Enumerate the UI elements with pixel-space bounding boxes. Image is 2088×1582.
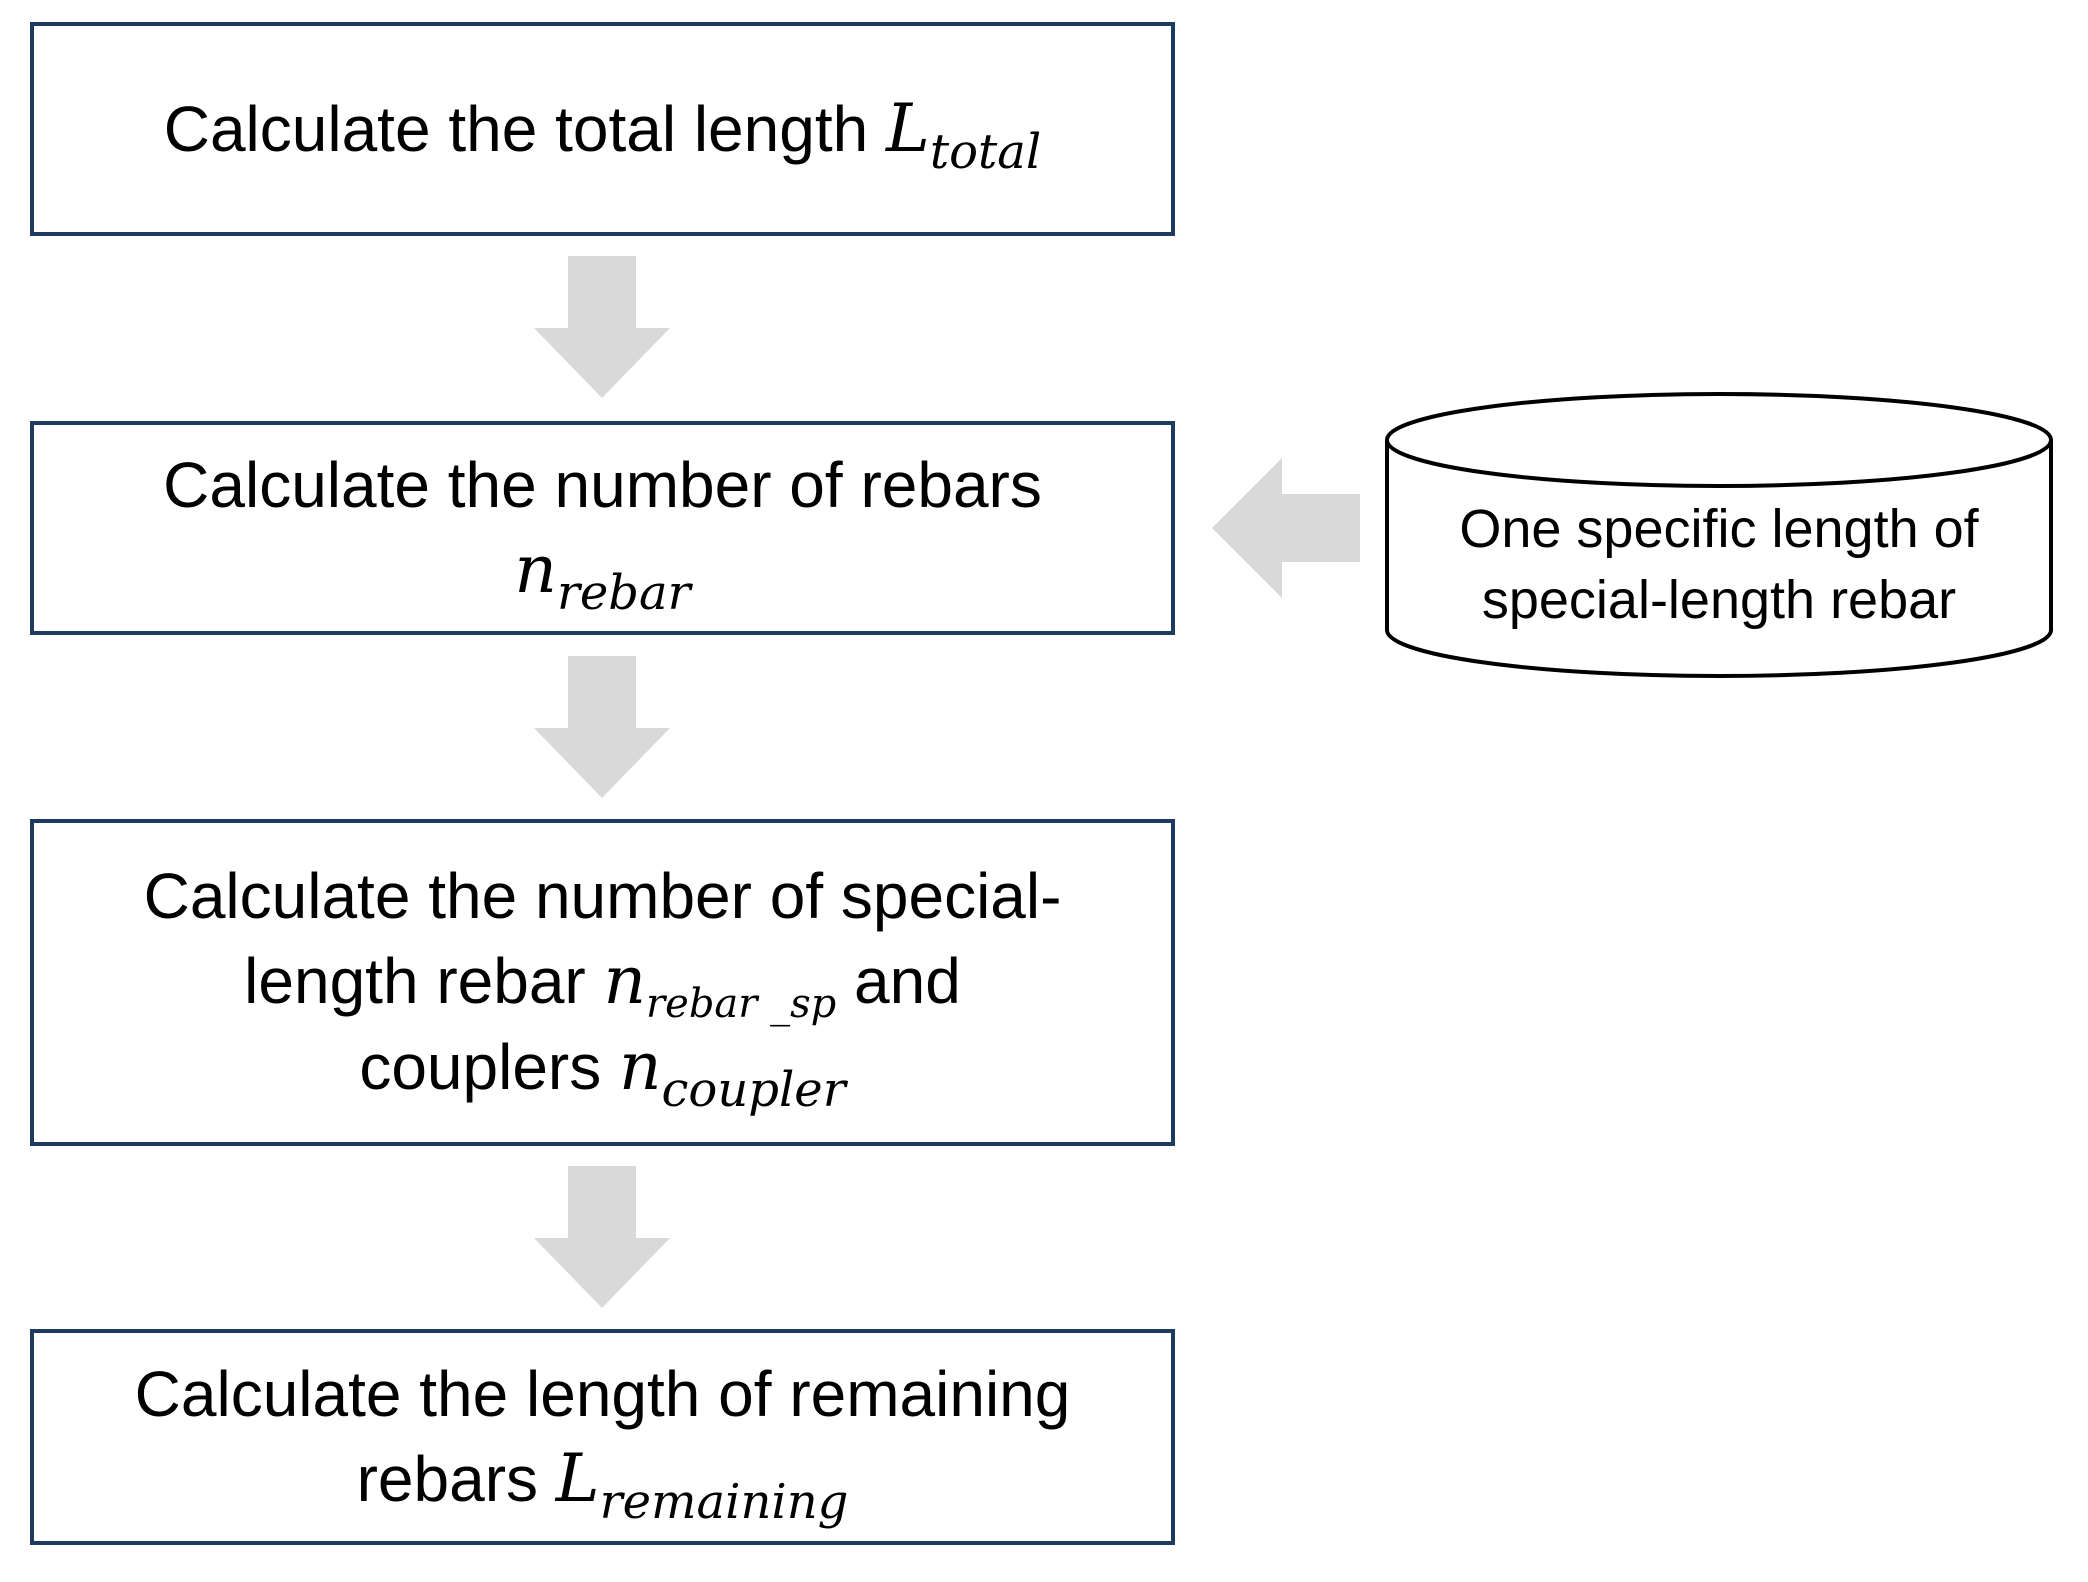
step-special-length-rebar-box: Calculate the number of special- length … bbox=[30, 819, 1175, 1146]
down-arrow-icon bbox=[534, 656, 670, 798]
step-line-1: Calculate the number of special- bbox=[143, 860, 1062, 933]
step-line-2: rebars Lremaining bbox=[356, 1439, 849, 1530]
data-store-cylinder-icon bbox=[1385, 392, 2053, 678]
step-line-3: couplers ncoupler bbox=[359, 1028, 846, 1118]
math-symbol: ncoupler bbox=[619, 1028, 846, 1118]
data-store-label: One specific length of special-length re… bbox=[1384, 480, 2054, 650]
data-store-line-2: special-length rebar bbox=[1481, 570, 1957, 630]
down-arrow-icon bbox=[534, 1166, 670, 1308]
arrow-shape bbox=[534, 656, 670, 798]
math-symbol: Lremaining bbox=[555, 1439, 849, 1530]
arrow-shape bbox=[1212, 458, 1360, 598]
step-number-of-rebars-text: Calculate the number of rebars nrebar bbox=[123, 444, 1082, 621]
arrow-shape bbox=[534, 1166, 670, 1308]
data-store-line-1: One specific length of bbox=[1459, 498, 1979, 559]
down-arrow-icon bbox=[534, 256, 670, 398]
step-line-2: length rebar nrebar _sp and bbox=[244, 942, 961, 1028]
step-total-length-text: Calculate the total length Ltotal bbox=[124, 86, 1082, 180]
step-label: Calculate the number of rebars bbox=[163, 448, 1042, 521]
math-symbol: nrebar _sp bbox=[603, 942, 837, 1028]
step-number-of-rebars-box: Calculate the number of rebars nrebar bbox=[30, 421, 1175, 635]
cylinder-top bbox=[1385, 392, 2053, 488]
step-remaining-length-text: Calculate the length of remaining rebars… bbox=[95, 1353, 1111, 1530]
arrow-shape bbox=[534, 256, 670, 398]
math-symbol: nrebar bbox=[514, 530, 691, 621]
math-symbol: Ltotal bbox=[885, 90, 1042, 180]
cylinder-body bbox=[1385, 440, 2053, 678]
left-arrow-icon bbox=[1212, 458, 1360, 598]
step-line-1: Calculate the length of remaining bbox=[134, 1357, 1071, 1430]
step-remaining-length-box: Calculate the length of remaining rebars… bbox=[30, 1329, 1175, 1545]
step-total-length-box: Calculate the total length Ltotal bbox=[30, 22, 1175, 236]
step-special-length-rebar-text: Calculate the number of special- length … bbox=[104, 855, 1102, 1118]
step-label: Calculate the total length bbox=[163, 93, 869, 166]
